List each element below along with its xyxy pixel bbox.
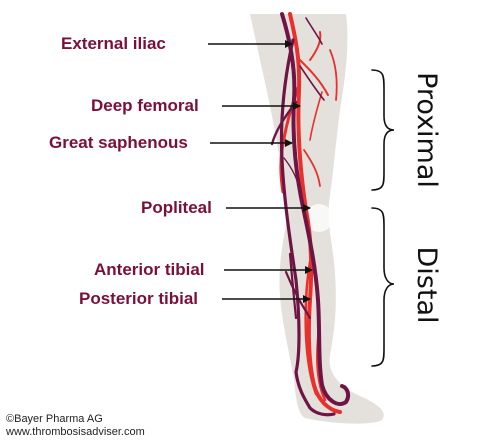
label-arrows xyxy=(208,40,313,303)
website-text: www.thrombosisadviser.com xyxy=(6,426,145,438)
label-external-iliac: External iliac xyxy=(61,34,166,53)
label-deep-femoral: Deep femoral xyxy=(91,96,199,115)
femoral-popliteal-vein xyxy=(280,12,351,406)
anterior-tibial-artery xyxy=(304,260,318,396)
label-popliteal: Popliteal xyxy=(141,198,212,217)
section-label-distal: Distal xyxy=(411,246,442,324)
posterior-tibial-vein xyxy=(284,270,312,320)
distal-brace xyxy=(371,207,395,367)
artery-branch xyxy=(309,91,323,141)
artery-branch xyxy=(329,49,338,101)
copyright-text: ©Bayer Pharma AG xyxy=(6,413,103,425)
vein-branch xyxy=(305,17,323,45)
artery-branch xyxy=(299,59,329,96)
proximal-brace xyxy=(371,69,395,191)
label-anterior-tibial: Anterior tibial xyxy=(94,260,205,279)
label-posterior-tibial: Posterior tibial xyxy=(79,289,199,308)
label-great-saphenous: Great saphenous xyxy=(49,133,188,152)
section-label-proximal: Proximal xyxy=(411,72,442,188)
artery-branch xyxy=(303,149,321,187)
knee-highlight xyxy=(305,204,333,232)
section-braces xyxy=(371,69,395,367)
vein-branch xyxy=(299,65,325,101)
artery-branch xyxy=(309,31,322,61)
vein-branch xyxy=(283,157,301,193)
